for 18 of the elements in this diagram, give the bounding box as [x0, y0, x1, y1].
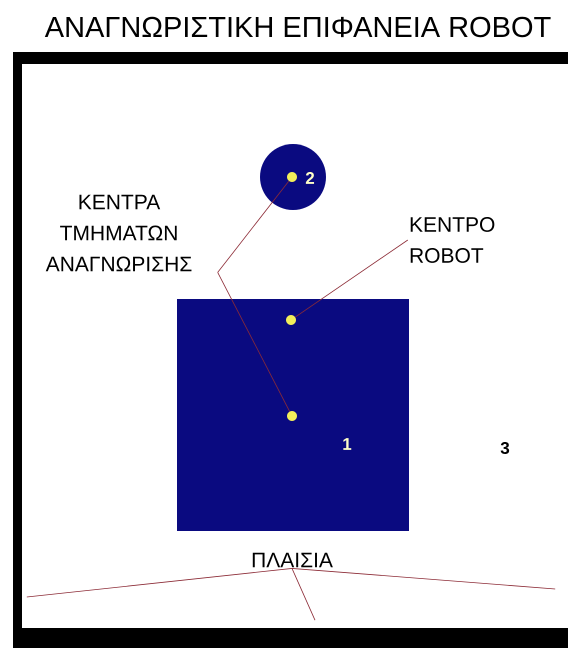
title: ΑΝΑΓΝΩΡΙΣΤΙΚΗ ΕΠΙΦΑΝΕΙΑ ROBOT	[44, 16, 551, 38]
leader-line	[292, 568, 316, 621]
part-number: 2	[306, 172, 314, 184]
center-dot	[286, 315, 296, 325]
leader-line	[26, 568, 292, 598]
leader-line	[292, 568, 556, 590]
center-dot	[287, 172, 297, 182]
region-number: 3	[500, 442, 510, 454]
leader-line	[294, 240, 408, 318]
callout-label: ΚΕΝΤΡΑ ΤΜΗΜΑΤΩΝ ΑΝΑΓΝΩΡΙΣΗΣ	[46, 194, 192, 272]
leader-line	[217, 272, 290, 412]
callout-label: ΚΕΝΤΡΟ ROBOT	[410, 217, 494, 263]
square-part	[177, 299, 409, 531]
callout-label: ΠΛΑΙΣΙΑ	[252, 552, 333, 568]
leader-line	[217, 180, 290, 273]
circle-part	[260, 144, 326, 210]
center-dot	[287, 411, 297, 421]
part-number: 1	[343, 438, 352, 450]
